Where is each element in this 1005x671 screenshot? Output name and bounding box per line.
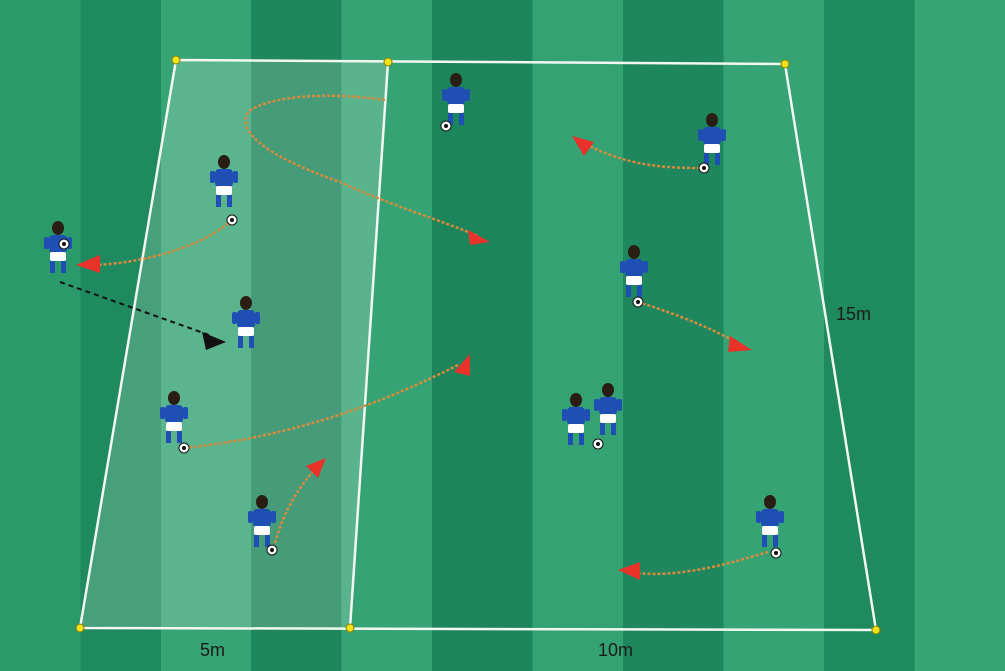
cone-icon xyxy=(781,60,789,68)
dimension-label-5m: 5m xyxy=(200,640,225,660)
ball-icon xyxy=(179,443,189,453)
ball-icon xyxy=(227,215,237,225)
cone-icon xyxy=(346,624,354,632)
cone-icon xyxy=(172,56,180,64)
dimension-label-15m: 15m xyxy=(836,304,871,324)
ball-icon xyxy=(59,239,69,249)
cone-icon xyxy=(384,58,392,66)
ball-icon xyxy=(593,439,603,449)
ball-icon xyxy=(267,545,277,555)
ball-icon xyxy=(699,163,709,173)
dimension-label-10m: 10m xyxy=(598,640,633,660)
cone-icon xyxy=(76,624,84,632)
cone-icon xyxy=(872,626,880,634)
ball-icon xyxy=(771,548,781,558)
ball-icon xyxy=(633,297,643,307)
ball-icon xyxy=(441,121,451,131)
